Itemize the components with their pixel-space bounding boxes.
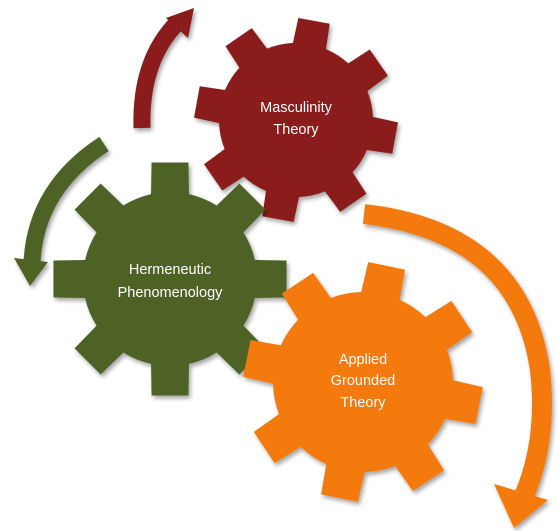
- gear-applied-label-2: Grounded: [331, 373, 396, 389]
- gear-hermeneutic-shape: [53, 162, 287, 396]
- red-arrow: [133, 8, 194, 129]
- green-arrow: [14, 136, 109, 286]
- curved-arrow-down-right-icon: [494, 484, 548, 528]
- red-arrow-shaft: [133, 15, 185, 129]
- orange-arrow: [362, 204, 552, 528]
- gear-hermeneutic-label-2: Phenomenology: [118, 285, 224, 301]
- gear-applied-label-3: Theory: [340, 395, 386, 411]
- gear-masculinity-label-1: Masculinity: [260, 100, 332, 116]
- gear-masculinity-shape: [194, 18, 398, 222]
- curved-arrow-up-right-icon: [166, 8, 194, 38]
- curved-arrow-down-left-icon: [14, 258, 48, 286]
- gear-hermeneutic: Hermeneutic Phenomenology: [53, 162, 287, 396]
- green-arrow-shaft: [23, 136, 109, 263]
- orange-arrow-shaft: [362, 204, 552, 500]
- gear-applied: Applied Grounded Theory: [243, 262, 483, 502]
- gear-masculinity-label-2: Theory: [273, 122, 319, 138]
- gear-applied-label-1: Applied: [339, 352, 387, 368]
- gear-masculinity: Masculinity Theory: [194, 18, 398, 222]
- gear-applied-shape: [243, 262, 483, 502]
- gear-hermeneutic-label-1: Hermeneutic: [129, 262, 211, 278]
